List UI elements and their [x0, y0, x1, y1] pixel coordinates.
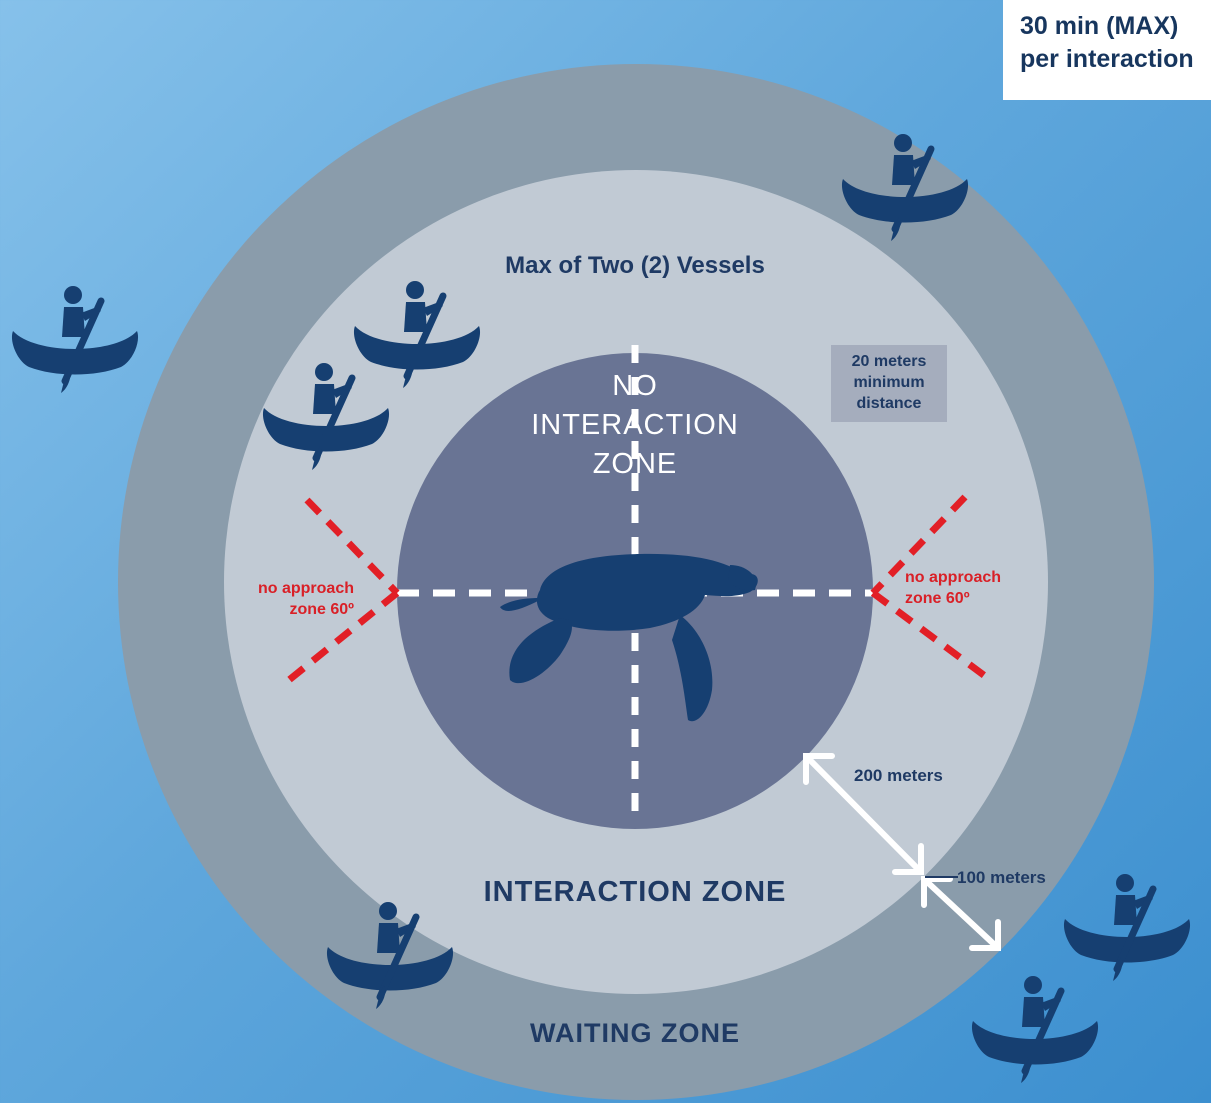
- time-limit-box: 30 min (MAX) per interaction: [1003, 0, 1211, 100]
- canoe-paddler-icon: [12, 286, 138, 393]
- no-approach-label-right: no approach zone 60º: [905, 567, 1001, 609]
- distance-200-label: 200 meters: [854, 766, 943, 785]
- no-interaction-line3: ZONE: [592, 448, 678, 480]
- no-approach-left-line2: zone 60º: [289, 601, 354, 618]
- min-distance-line1: 20 meters: [851, 353, 927, 370]
- sea-turtle-icon: [500, 553, 758, 722]
- no-approach-lines-right: [870, 494, 988, 679]
- no-approach-lines-left: [286, 497, 400, 683]
- no-approach-right-line2: zone 60º: [905, 590, 970, 607]
- time-limit-line2: per interaction: [1020, 45, 1194, 73]
- no-interaction-line1: NO: [612, 370, 658, 402]
- min-distance-line2: minimum: [853, 374, 925, 391]
- no-interaction-line2: INTERACTION: [531, 409, 739, 441]
- no-interaction-zone-label: NO INTERACTION ZONE: [520, 367, 750, 484]
- double-arrow-icon-200: [803, 753, 924, 875]
- interaction-zone-label: INTERACTION ZONE: [483, 876, 787, 908]
- no-approach-right-line1: no approach: [905, 569, 1002, 586]
- max-vessels-label: Max of Two (2) Vessels: [505, 252, 765, 279]
- distance-100-label: 100 meters: [957, 868, 1046, 887]
- waiting-zone-label: WAITING ZONE: [530, 1018, 740, 1048]
- no-approach-left-line1: no approach: [257, 580, 354, 597]
- no-approach-label-left: no approach zone 60º: [216, 578, 354, 620]
- min-distance-line3: distance: [856, 395, 922, 412]
- double-arrow-icon-100: [921, 876, 1001, 951]
- time-limit-line1: 30 min (MAX): [1020, 12, 1179, 40]
- min-distance-box: 20 meters minimum distance: [831, 345, 947, 422]
